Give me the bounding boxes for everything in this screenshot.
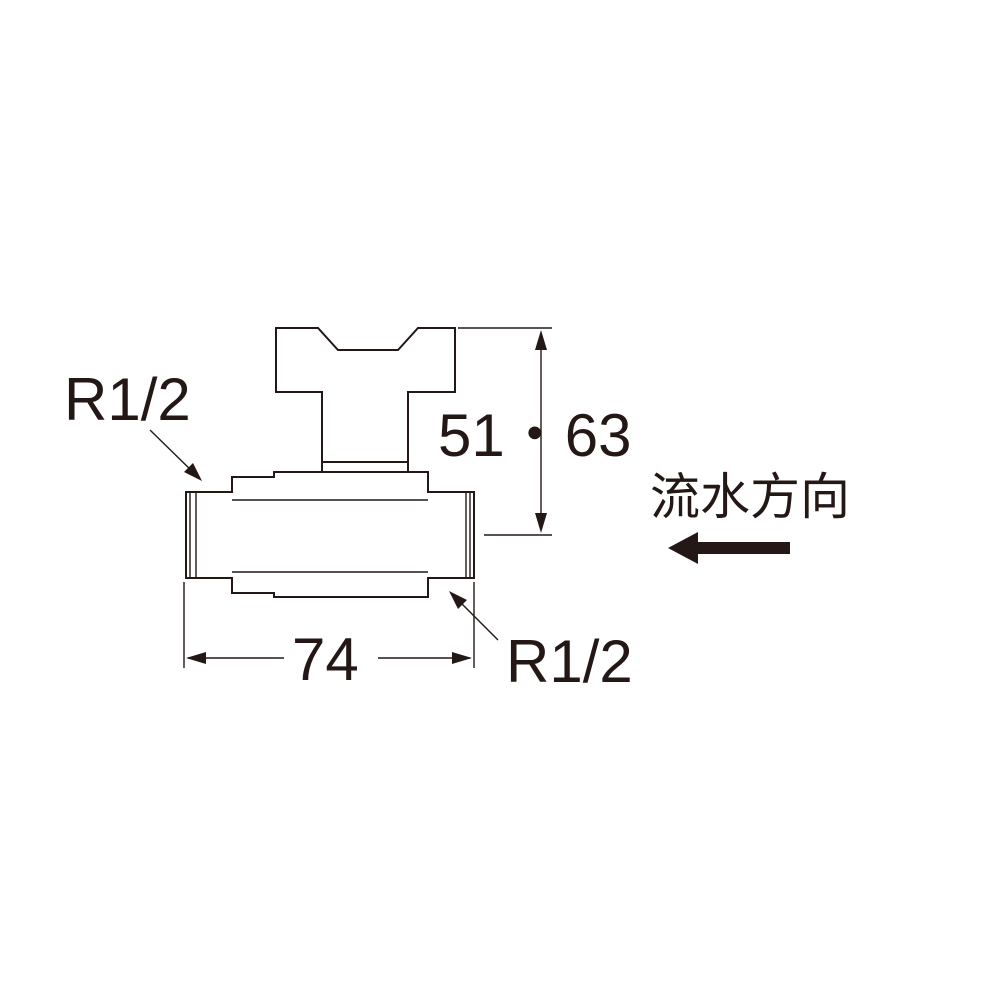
length-arrow-right [452,652,472,664]
valve-body-inner-lines [232,499,428,573]
right-thread-end [465,492,471,578]
height-extension-lines [458,327,552,536]
valve-body [185,471,475,598]
inlet-leader-arrow [184,463,202,481]
inlet-leader-line [149,429,197,476]
valve-handle [275,327,456,463]
flow-arrow-shaft [692,542,790,554]
length-dimension-label: 74 [292,626,359,693]
length-arrow-left [186,652,206,664]
outlet-thread-label: R1/2 [506,628,633,695]
height-arrow-bottom [535,513,547,533]
flow-arrow-head [668,532,698,564]
outlet-leader-line [455,597,499,641]
height-arrow-top [535,330,547,350]
height-dimension-label: 51・63 [438,402,631,469]
inlet-thread-label: R1/2 [64,366,191,433]
flow-direction-label: 流水方向 [650,468,850,526]
length-extension-lines [183,582,475,668]
valve-stem-collar [321,462,409,473]
outlet-leader-arrow [449,591,467,609]
left-thread-end [186,491,232,579]
